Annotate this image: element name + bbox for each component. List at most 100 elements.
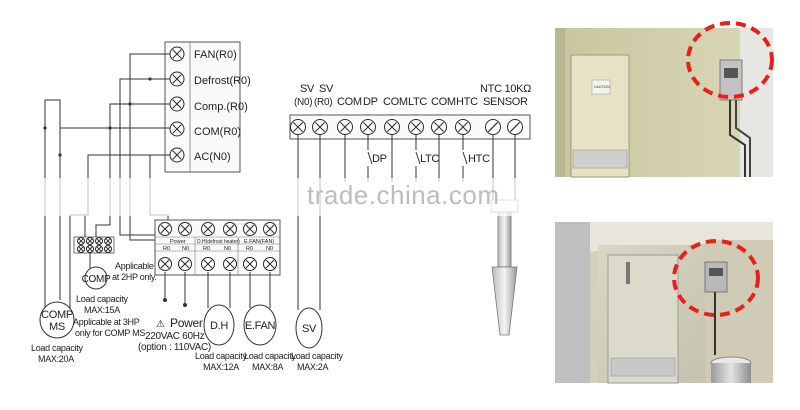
- terminal-screw: [169, 96, 185, 112]
- lower-wiring: [164, 272, 271, 308]
- terminal-screw: [77, 245, 85, 253]
- comp-note-1: Applicable at 3HP: [73, 317, 140, 327]
- lower-terminal-block: Power D.H(defrost heater) E.FAN(FAN) R0 …: [154, 219, 281, 276]
- terminal-label-defrost: Defrost(R0): [194, 75, 251, 87]
- terminal-screw: [431, 119, 447, 135]
- left-terminals: [169, 46, 185, 163]
- dh-label: D.H: [210, 320, 228, 332]
- dh-circle: [203, 304, 235, 346]
- comp-note-2: only for COMP MS: [75, 328, 145, 338]
- terminal-screw: [95, 245, 103, 253]
- lower-terminals-top: [158, 222, 277, 236]
- terminal-screw: [178, 222, 192, 236]
- comp-circle: [84, 266, 108, 290]
- lower-cell-r0-3: R0: [246, 246, 253, 252]
- label-ntc: NTC 10KΩ: [480, 83, 531, 95]
- watermark-band: [0, 178, 800, 216]
- terminal-screw: [86, 245, 94, 253]
- terminal-screw: [223, 222, 237, 236]
- terminal-screw: [201, 257, 215, 271]
- terminal-label-comp: Comp.(R0): [194, 101, 248, 113]
- terminal-screw: [169, 147, 185, 163]
- switch-label-dp: DP: [372, 153, 387, 165]
- label-com-1: COM: [337, 96, 362, 108]
- comp-ms-label-2: MS: [49, 321, 65, 333]
- photo-bottom-highlight: [672, 239, 760, 317]
- comp-applicable-2: at 2HP only.: [112, 272, 157, 282]
- terminal-screw: [201, 222, 215, 236]
- terminal-screw: [384, 119, 400, 135]
- label-com-2: COM: [383, 96, 408, 108]
- efan-circle: [243, 304, 277, 346]
- terminal-screw: [178, 257, 192, 271]
- comp-applicable-1: Applicable: [115, 261, 154, 271]
- terminal-screw: [312, 119, 328, 135]
- sensor-terminal-screw: [507, 119, 523, 135]
- comp-label: COMP: [82, 274, 111, 285]
- terminal-screw: [169, 71, 185, 87]
- terminal-screw: [243, 257, 257, 271]
- power-warning-icon: ⚠: [156, 319, 165, 330]
- photo-top-sign: CAUTION: [594, 85, 610, 89]
- terminal-screw: [86, 237, 94, 245]
- terminal-screw: [263, 257, 277, 271]
- terminal-label-fan: FAN(R0): [194, 49, 237, 61]
- efan-capacity-2: MAX:8A: [252, 362, 284, 372]
- label-com-3: COM: [431, 96, 456, 108]
- label-htc: HTC: [456, 96, 478, 108]
- ntc-sensor-probe: [490, 199, 519, 336]
- terminal-screw: [158, 257, 172, 271]
- terminal-screw: [455, 119, 471, 135]
- power-component: ⚠ Power 220VAC 60Hz (option : 110VAC): [138, 298, 211, 353]
- terminal-screw: [169, 46, 185, 62]
- terminal-screw: [95, 237, 103, 245]
- right-terminal-block: SV SV (N0) (R0) COM DP COM LTC COM HTC N…: [289, 83, 531, 140]
- lower-cell-n0-3: N0: [266, 246, 273, 252]
- photo-bottom-tank: [711, 363, 751, 383]
- power-label: Power: [170, 316, 203, 330]
- terminal-screw: [104, 245, 112, 253]
- comp-capacity-2: MAX:15A: [84, 305, 120, 315]
- terminal-screw: [77, 237, 85, 245]
- terminal-screw: [408, 119, 424, 135]
- comp-ms-capacity-1: Load capacity: [31, 343, 83, 353]
- right-terminals: [290, 119, 523, 135]
- terminal-screw: [169, 121, 185, 137]
- sensor-terminal-screw: [485, 119, 501, 135]
- sv-component: SV Load capacity MAX:2A: [291, 307, 344, 372]
- terminal-label-ac: AC(N0): [194, 151, 231, 163]
- power-spec-2: (option : 110VAC): [138, 342, 211, 353]
- comp-ms-circle: [39, 301, 75, 339]
- terminal-screw: [104, 237, 112, 245]
- terminal-screw: [360, 119, 376, 135]
- lower-cell-r0-1: R0: [163, 246, 170, 252]
- terminal-screw: [290, 119, 306, 135]
- photo-bottom: [555, 222, 773, 384]
- label-dp: DP: [363, 96, 378, 108]
- photo-top-controller: [719, 59, 743, 101]
- terminal-screw: [337, 119, 353, 135]
- terminal-screw: [223, 257, 237, 271]
- label-r0: (R0): [314, 97, 332, 108]
- efan-component: E.FAN Load capacity MAX:8A: [243, 304, 297, 372]
- label-sv-2: SV: [319, 83, 334, 95]
- comp-ms-label-1: COMP: [41, 309, 73, 321]
- left-terminal-block: FAN(R0) Defrost(R0) Comp.(R0) COM(R0) AC…: [164, 41, 251, 173]
- comp-capacity-1: Load capacity: [76, 294, 128, 304]
- efan-capacity-1: Load capacity: [244, 351, 296, 361]
- sv-label: SV: [302, 323, 317, 335]
- wire-junctions: [43, 77, 152, 157]
- switch-label-htc: HTC: [468, 153, 490, 165]
- label-n0: (N0): [294, 97, 312, 108]
- lower-cell-n0-1: N0: [182, 246, 189, 252]
- lower-cell-n0-2: N0: [224, 246, 231, 252]
- sv-capacity-1: Load capacity: [291, 351, 343, 361]
- dh-capacity-2: MAX:12A: [203, 362, 239, 372]
- label-ltc: LTC: [408, 96, 427, 108]
- photo-top-highlight: [686, 21, 774, 99]
- lower-cell-r0-2: R0: [203, 246, 210, 252]
- comp-ms-capacity-2: MAX:20A: [38, 354, 74, 364]
- comp-2hp-terminal: [73, 236, 115, 254]
